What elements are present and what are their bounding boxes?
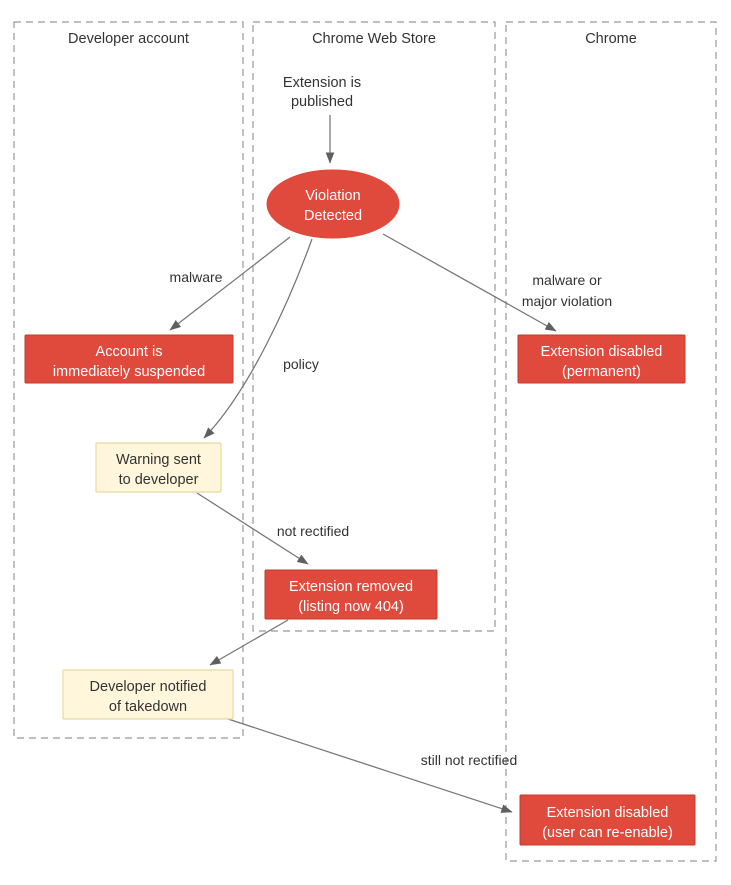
node-extension-disabled-reenable-shape[interactable] (519, 794, 696, 846)
edge-removed-to-notified-line (209, 619, 289, 666)
node-violation-detected-shape[interactable] (266, 169, 400, 239)
node-extension-disabled-reenable-line2: (user can re-enable) (542, 825, 673, 841)
swimlane-chrome-web-store: Chrome Web Store (252, 21, 496, 632)
edge-notified-to-disabled-reenable: still not rectified (227, 718, 517, 813)
node-extension-disabled-reenable[interactable]: Extension disabled (user can re-enable) (519, 794, 696, 846)
node-extension-disabled-permanent-line2: (permanent) (562, 364, 641, 380)
edge-label-not-rectified: not rectified (277, 523, 349, 539)
swimlane-chrome-web-store-title: Chrome Web Store (312, 31, 436, 47)
node-extension-disabled-permanent-shape[interactable] (517, 334, 686, 384)
edge-warning-to-removed: not rectified (196, 492, 349, 565)
node-extension-published-line1: Extension is (283, 75, 361, 91)
edge-label-still-not-rectified: still not rectified (421, 752, 517, 768)
edge-violation-to-warning-line (203, 238, 313, 439)
node-violation-detected-line1: Violation (305, 188, 360, 204)
node-extension-removed-shape[interactable] (264, 569, 438, 620)
node-violation-detected-line2: Detected (304, 208, 362, 224)
swimlane-chrome-border (505, 21, 717, 862)
edge-label-malware-or: malware or (532, 272, 602, 288)
node-account-suspended[interactable]: Account is immediately suspended (24, 334, 234, 384)
swimlane-developer-account: Developer account (13, 21, 244, 739)
swimlane-chrome-web-store-border (252, 21, 496, 632)
node-extension-published[interactable]: Extension is published (283, 75, 361, 110)
node-developer-notified[interactable]: Developer notified of takedown (62, 669, 234, 720)
node-extension-removed[interactable]: Extension removed (listing now 404) (264, 569, 438, 620)
edge-removed-to-notified (209, 619, 289, 666)
node-extension-disabled-permanent-line1: Extension disabled (541, 344, 663, 360)
edge-warning-to-removed-line (196, 492, 309, 565)
node-extension-disabled-permanent[interactable]: Extension disabled (permanent) (517, 334, 686, 384)
node-account-suspended-shape[interactable] (24, 334, 234, 384)
node-extension-removed-line2: (listing now 404) (298, 599, 404, 615)
edge-label-major-violation: major violation (522, 293, 612, 309)
swimlane-developer-account-border (13, 21, 244, 739)
node-developer-notified-line1: Developer notified (90, 679, 207, 695)
node-account-suspended-line2: immediately suspended (53, 364, 205, 380)
node-violation-detected[interactable]: Violation Detected (266, 169, 400, 239)
edge-violation-to-disabled-permanent-line (382, 233, 557, 332)
edge-label-malware: malware (170, 269, 223, 285)
edge-violation-to-disabled-permanent: malware or major violation (382, 233, 612, 332)
swimlane-chrome: Chrome (505, 21, 717, 862)
node-developer-notified-line2: of takedown (109, 699, 187, 715)
node-account-suspended-line1: Account is (96, 344, 163, 360)
node-warning-sent-shape[interactable] (95, 442, 222, 493)
edge-notified-to-disabled-reenable-line (227, 718, 513, 813)
node-warning-sent[interactable]: Warning sent to developer (95, 442, 222, 493)
node-warning-sent-line2: to developer (119, 472, 199, 488)
node-warning-sent-line1: Warning sent (116, 452, 201, 468)
node-extension-published-line2: published (291, 94, 353, 110)
node-extension-disabled-reenable-line1: Extension disabled (547, 805, 669, 821)
edge-violation-to-suspended-line (169, 236, 291, 331)
edge-label-policy: policy (283, 356, 319, 372)
edge-violation-to-suspended: malware (169, 236, 291, 331)
node-extension-removed-line1: Extension removed (289, 579, 413, 595)
edge-violation-to-warning: policy (203, 238, 319, 439)
swimlane-developer-account-title: Developer account (68, 31, 189, 47)
node-developer-notified-shape[interactable] (62, 669, 234, 720)
swimlane-chrome-title: Chrome (585, 31, 637, 47)
